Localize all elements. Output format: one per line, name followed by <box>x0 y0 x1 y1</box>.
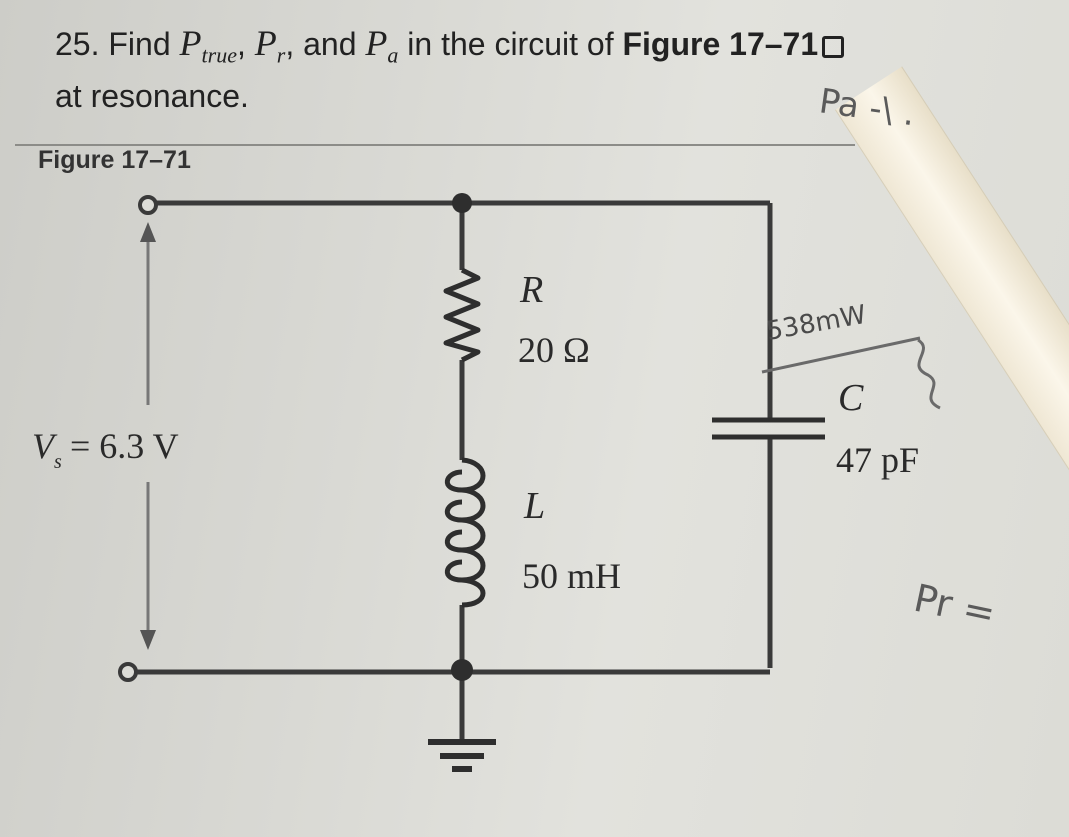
resistor-label: R <box>519 269 543 311</box>
handwritten-pr: Pr = <box>910 576 999 636</box>
capacitor-label: C <box>838 377 864 419</box>
p-true-var: P <box>179 23 202 63</box>
sep-1: , <box>236 26 246 62</box>
question-line-2-text: at resonance. <box>55 78 249 114</box>
handwritten-squiggle <box>917 338 941 410</box>
arrow-down-icon <box>140 482 156 650</box>
junction-bottom <box>451 659 473 681</box>
question-number: 25. <box>55 26 100 62</box>
figure-reference: Figure 17–71 <box>622 26 819 62</box>
figure-label: Figure 17–71 <box>38 146 191 174</box>
source-value: = 6.3 V <box>70 426 179 466</box>
arrow-up-icon <box>140 222 156 405</box>
capacitor-symbol <box>712 417 825 440</box>
question-line-1: 25. Find Ptrue, Pr, and Pa in the circui… <box>55 22 845 68</box>
question-find: Find <box>108 26 171 62</box>
capacitor-value: 47 pF <box>836 440 919 480</box>
question-line-2: at resonance. <box>55 78 249 115</box>
inductor-label: L <box>523 485 545 527</box>
inductor-symbol <box>444 457 486 608</box>
p-r-var: P <box>254 23 277 63</box>
handwritten-538mw: 538mW <box>764 300 868 347</box>
terminal-top <box>138 195 158 215</box>
resistor-value: 20 Ω <box>518 330 590 370</box>
p-r-sub: r <box>276 42 286 68</box>
question-in: in the circuit of <box>407 26 614 62</box>
p-a-var: P <box>365 23 388 63</box>
junction-top <box>452 193 472 213</box>
resistor-symbol <box>443 267 481 363</box>
source-label: V <box>32 426 58 466</box>
p-true-sub: true <box>201 42 237 68</box>
p-a-sub: a <box>387 42 399 68</box>
figure-divider <box>15 144 855 146</box>
source-subscript: s <box>54 451 62 473</box>
handwritten-underline <box>761 336 921 374</box>
document-icon <box>822 35 845 58</box>
inductor-value: 50 mH <box>522 556 621 596</box>
sep-2: , and <box>285 26 357 62</box>
handwritten-pa: Pa -\ . <box>817 81 918 134</box>
terminal-bottom <box>118 662 138 682</box>
ground-icon <box>428 739 496 772</box>
